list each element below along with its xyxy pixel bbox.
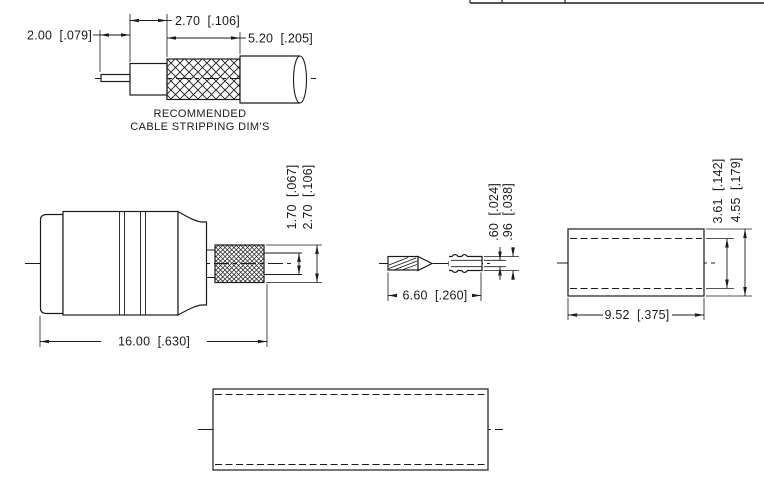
- body-groove-lines: [119, 211, 146, 315]
- braid-section: [166, 58, 241, 101]
- dim-crimp-diameter-label: 2.70 [.106]: [301, 165, 315, 230]
- body-rear-cap: [39, 213, 64, 315]
- stripping-view: 2.70 [.106] 2.00 [.079] 5.20 [.205] RECO…: [27, 14, 316, 133]
- dim-center-conductor-label: 2.00 [.079]: [27, 29, 92, 43]
- pin-cone-tip: [417, 255, 434, 272]
- stripping-caption-line2: CABLE STRIPPING DIM'S: [130, 121, 269, 133]
- dim-center-conductor-strip: 2.00 [.079]: [27, 29, 130, 72]
- body-main: [62, 210, 179, 316]
- dim-pin-outer-diameter: .96 [.038]: [484, 183, 519, 280]
- dim-pin-inner-label: .60 [.024]: [487, 183, 501, 241]
- dim-ferrule-length: 9.52 [.375]: [567, 298, 705, 322]
- dim-ferrule-length-label: 9.52 [.375]: [605, 308, 670, 322]
- dim-body-length: 16.00 [.630]: [39, 284, 268, 349]
- stripping-caption-line1: RECOMMENDED: [153, 108, 246, 120]
- dim-braid-label: 5.20 [.205]: [248, 32, 313, 46]
- pin-flute-lines: [388, 257, 418, 271]
- dim-pin-length-label: 6.60 [.260]: [403, 289, 468, 303]
- dim-pin-inner-diameter: .60 [.024]: [484, 183, 506, 280]
- center-conductor: [100, 73, 131, 83]
- table-fragment-border: [469, 0, 764, 4]
- cable-jacket: [239, 55, 300, 104]
- ferrule-hidden-bore-lines: [570, 238, 702, 289]
- body-stem-lines: [264, 252, 302, 275]
- dim-braid-strip: 5.20 [.205]: [167, 32, 313, 54]
- dim-stem-diameter-label: 1.70 [.067]: [285, 165, 299, 230]
- dim-ferrule-inner-label: 3.61 [.142]: [711, 159, 725, 224]
- dim-crimp-diameter: 2.70 [.106]: [266, 165, 322, 283]
- table-column-ticks: [469, 0, 566, 3]
- ferrule-view: 9.52 [.375] 3.61 [.142] 4.55 [.179]: [557, 158, 752, 322]
- dim-dielectric-strip: 2.70 [.106]: [129, 14, 240, 62]
- dim-pin-outer-label: .96 [.038]: [501, 183, 515, 241]
- pin-crimp-barrel: [448, 253, 483, 274]
- body-tapered-nose: [177, 210, 208, 317]
- contact-pin-view: 6.60 [.260] .60 [.024] .96 [.038]: [379, 183, 519, 303]
- connector-body-view: 1.70 [.067] 2.70 [.106] 16.00 [.630]: [25, 165, 322, 349]
- dim-ferrule-outer-diameter: 4.55 [.179]: [706, 158, 752, 297]
- tube-hidden-wall-lines: [215, 394, 486, 465]
- dim-ferrule-outer-label: 4.55 [.179]: [729, 158, 743, 223]
- dim-ferrule-inner-diameter: 3.61 [.142]: [706, 159, 734, 289]
- tube-body: [212, 388, 489, 471]
- ferrule-body: [567, 228, 705, 297]
- dim-pin-length: 6.60 [.260]: [387, 272, 482, 303]
- dielectric-section: [129, 62, 168, 96]
- dim-stem-diameter: 1.70 [.067]: [285, 165, 301, 275]
- jacket-break-end: [292, 55, 308, 104]
- dim-body-length-label: 16.00 [.630]: [118, 335, 190, 349]
- knurled-crimp-barrel: [214, 244, 265, 284]
- body-neck-lines: [206, 249, 215, 278]
- dim-dielectric-label: 2.70 [.106]: [175, 14, 240, 28]
- shrink-tube-view: [198, 388, 503, 471]
